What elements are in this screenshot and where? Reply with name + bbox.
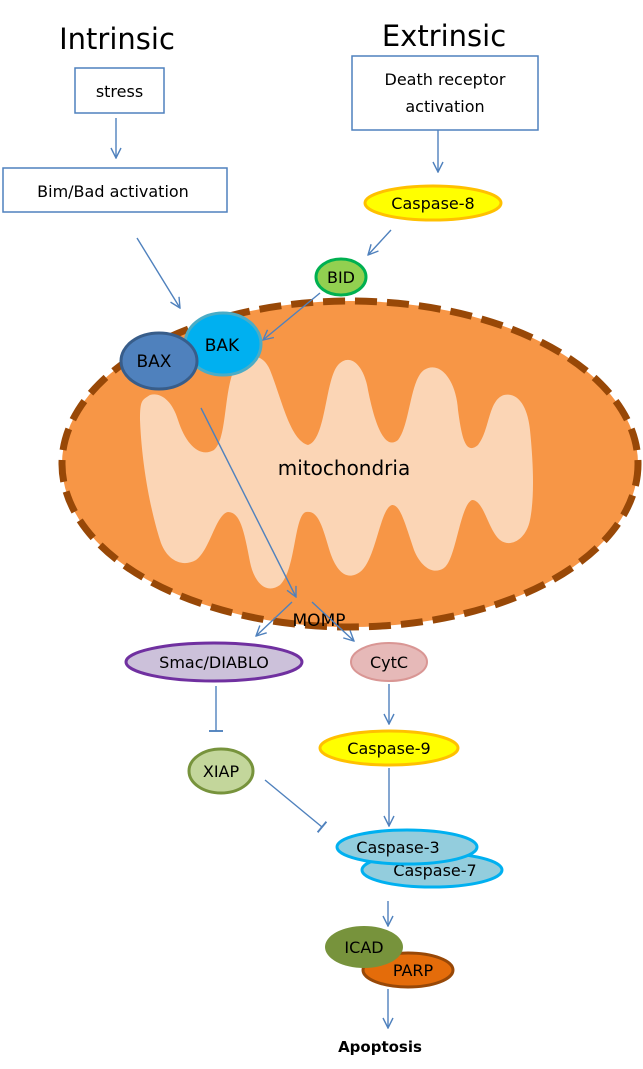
mitochondria-label: mitochondria [278, 456, 410, 480]
arrow-bid-to-bak [263, 292, 321, 340]
icad-label: ICAD [344, 938, 383, 957]
bax-node: BAX [119, 331, 199, 391]
caspase-8-label: Caspase-8 [391, 194, 474, 213]
arrow-bim-bad-to-bak [136, 237, 180, 308]
inhibit-xiap-to-caspase-3 [264, 779, 328, 833]
bim-bad-box: Bim/Bad activation [2, 167, 228, 213]
caspase-3-node: Caspase-3 [335, 828, 479, 866]
stress-box: stress [74, 67, 165, 114]
xiap-node: XIAP [187, 747, 255, 795]
bid-node: BID [314, 257, 368, 297]
intrinsic-title: Intrinsic [59, 22, 175, 56]
arrow-momp-to-cytc [311, 601, 354, 641]
death-receptor-label-line2: activation [405, 97, 484, 116]
caspase-7-label: Caspase-7 [393, 861, 476, 880]
mitochondria: mitochondria MOMP [58, 297, 642, 631]
icad-node: ICAD [325, 926, 403, 968]
momp-label: MOMP [293, 611, 346, 631]
mitochondria-cristae [140, 356, 533, 589]
caspase-8-node: Caspase-8 [363, 184, 503, 222]
caspase-9-label: Caspase-9 [347, 739, 430, 758]
cytc-label: CytC [370, 653, 408, 672]
arrow-momp-to-smac [256, 601, 293, 636]
smac-diablo-node: Smac/DIABLO [124, 641, 304, 683]
bid-label: BID [327, 268, 355, 287]
arrows [116, 118, 438, 1028]
parp-label: PARP [393, 961, 434, 980]
extrinsic-title: Extrinsic [382, 19, 506, 53]
bak-node: BAK [183, 311, 263, 377]
caspase-9-node: Caspase-9 [318, 729, 460, 767]
bim-bad-label: Bim/Bad activation [37, 182, 189, 201]
apoptosis-label: Apoptosis [338, 1038, 422, 1056]
cytc-node: CytC [350, 642, 428, 682]
stress-label: stress [96, 82, 143, 101]
arrow-bax-to-momp [200, 407, 296, 597]
death-receptor-label-line1: Death receptor [385, 70, 506, 89]
arrow-caspase-8-to-bid [368, 229, 392, 255]
xiap-label: XIAP [203, 762, 240, 781]
bak-label: BAK [205, 336, 240, 356]
caspase-3-label: Caspase-3 [356, 838, 439, 857]
death-receptor-box: Death receptor activation [351, 55, 539, 131]
smac-diablo-label: Smac/DIABLO [159, 653, 269, 672]
bax-label: BAX [137, 352, 172, 372]
